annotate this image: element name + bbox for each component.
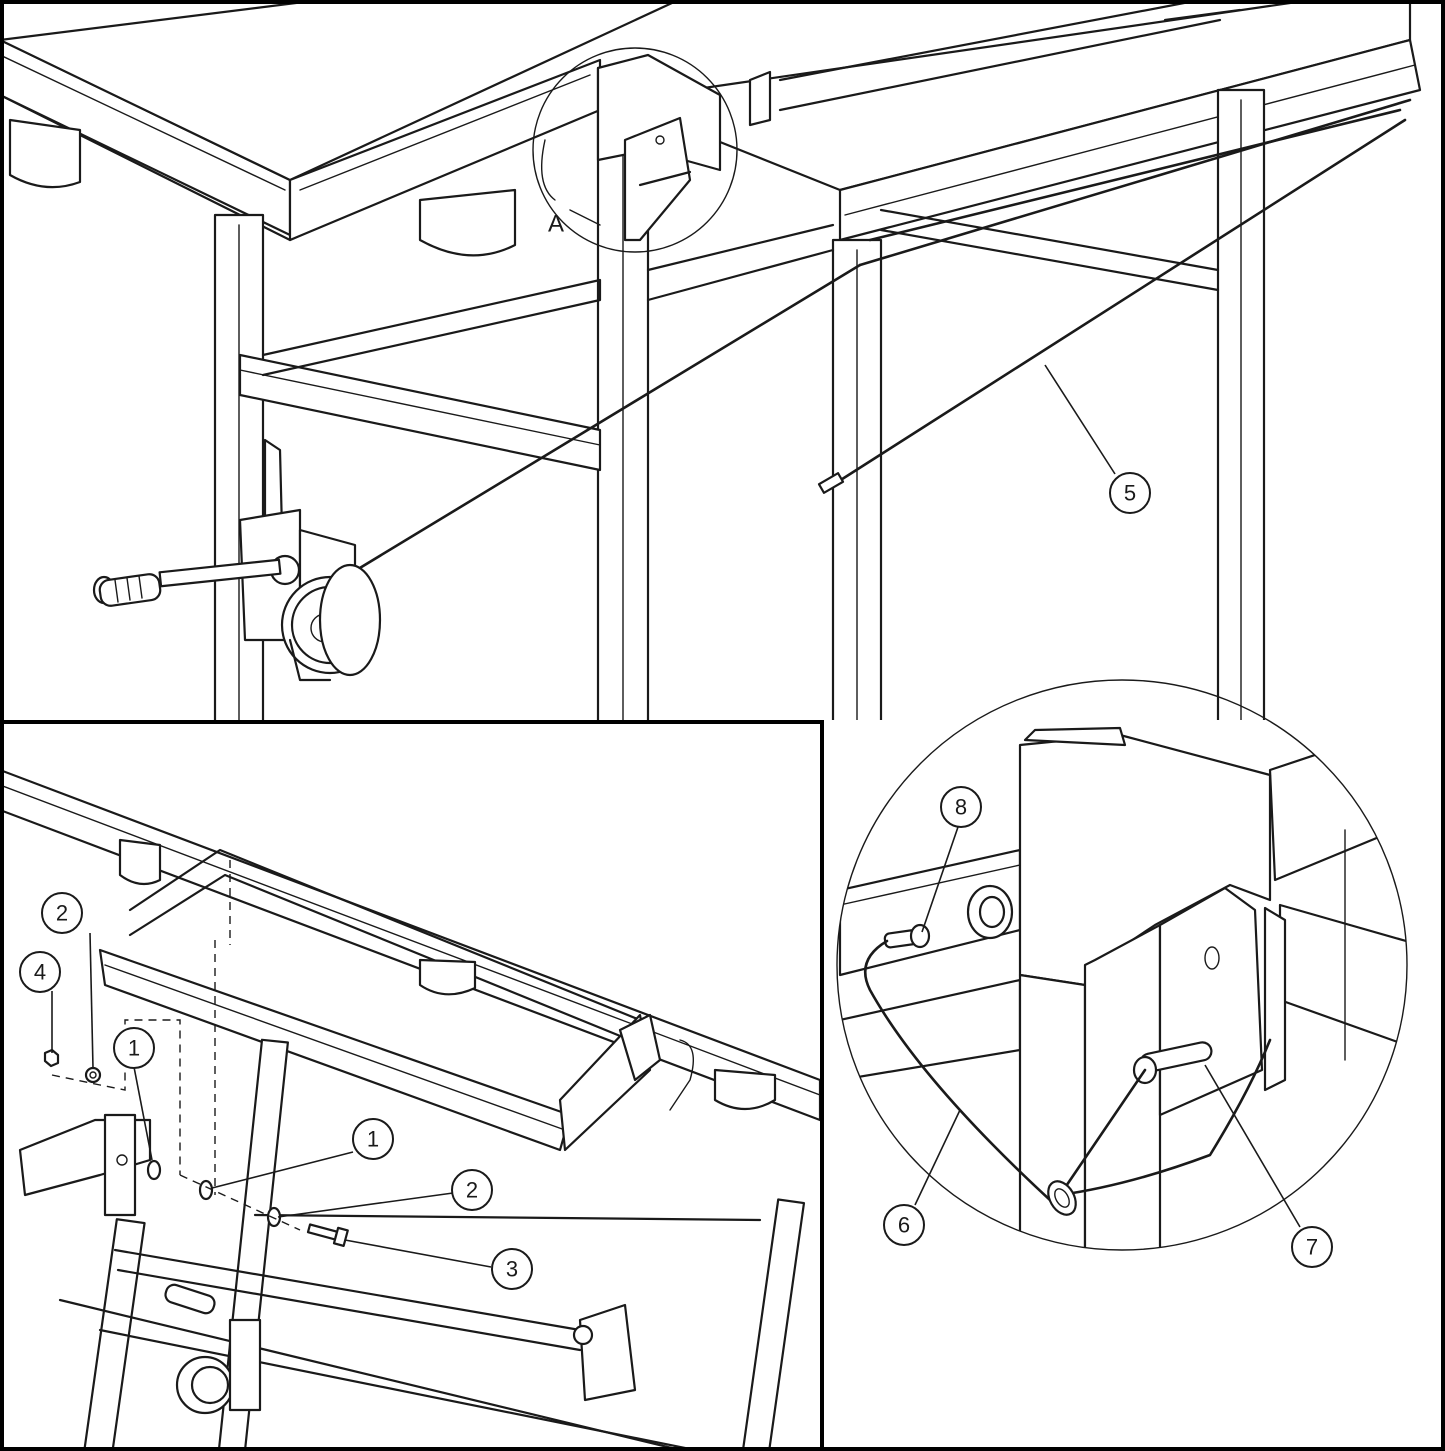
dashed-alignment <box>51 860 301 1231</box>
svg-text:7: 7 <box>1306 1235 1318 1260</box>
crossbars <box>238 208 1220 472</box>
winch-handle <box>92 573 162 607</box>
callout-3: 3 <box>491 1248 533 1290</box>
detail-view <box>836 679 1408 1251</box>
view-label-a: A <box>548 211 564 238</box>
callout-5: 5 <box>1109 472 1151 514</box>
top-view: A <box>2 2 1422 720</box>
cables <box>338 98 1412 582</box>
callout-1-lower: 1 <box>352 1118 394 1160</box>
svg-text:2: 2 <box>56 901 68 926</box>
hinge-bracket-right <box>618 1013 694 1111</box>
svg-text:1: 1 <box>128 1036 140 1061</box>
svg-text:2: 2 <box>466 1178 478 1203</box>
bottom-left-view <box>2 769 820 1449</box>
callout-2-upper: 2 <box>41 892 83 934</box>
top-rail-left <box>2 2 677 242</box>
top-rail-right <box>688 2 1422 242</box>
svg-text:8: 8 <box>955 795 967 820</box>
pivot-bracket <box>596 53 772 242</box>
svg-text:5: 5 <box>1124 481 1136 506</box>
callout-6: 6 <box>883 1204 925 1246</box>
svg-text:4: 4 <box>34 960 46 985</box>
detail-circle-a <box>532 47 738 253</box>
leader-lines <box>51 364 1301 1268</box>
svg-text:1: 1 <box>367 1127 379 1152</box>
legs <box>213 66 1266 720</box>
callout-1-upper: 1 <box>113 1027 155 1069</box>
winch-lower <box>164 1283 262 1415</box>
callout-2-lower: 2 <box>451 1169 493 1211</box>
svg-text:6: 6 <box>898 1213 910 1238</box>
callout-7: 7 <box>1291 1226 1333 1268</box>
winch <box>92 438 382 682</box>
callout-8: 8 <box>940 786 982 828</box>
hardware-parts <box>43 1048 349 1248</box>
hinge-bracket-left <box>18 1113 152 1217</box>
callout-4: 4 <box>19 951 61 993</box>
detail-washer <box>966 884 1014 940</box>
svg-text:3: 3 <box>506 1257 518 1282</box>
